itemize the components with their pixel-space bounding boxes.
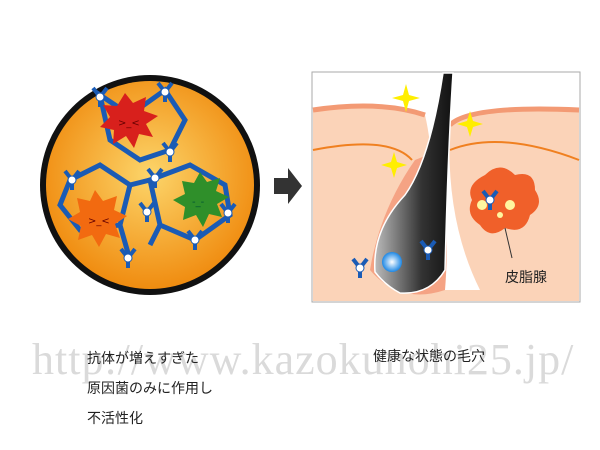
bubble-icon [382,252,402,272]
orange-bacterium-icon: >_< [68,190,127,247]
svg-text:>_<: >_< [118,118,140,129]
arrow-right-icon [274,168,302,204]
svg-text:-_-: -_- [192,197,205,208]
right-caption: 健康な状態の毛穴 [373,349,485,365]
hair-icon [374,72,454,294]
hair-follicle-panel [311,71,581,303]
left-caption-line-1: 抗体が増えすぎた [87,351,199,367]
sebaceous-gland-icon [469,167,539,234]
bacteria-circle: >_< -_- >_< [40,75,260,295]
left-caption-line-3: 不活性化 [87,411,143,427]
svg-text:>_<: >_< [88,216,110,227]
green-bacterium-icon: -_- [173,172,229,227]
sebaceous-gland-label: 皮脂腺 [505,270,547,286]
red-bacterium-icon: >_< [100,93,158,148]
left-caption-line-2: 原因菌のみに作用し [87,381,213,397]
sparkle-icon [381,84,483,178]
watermark: http://www.kazokunohi25.jp/ [32,335,575,384]
